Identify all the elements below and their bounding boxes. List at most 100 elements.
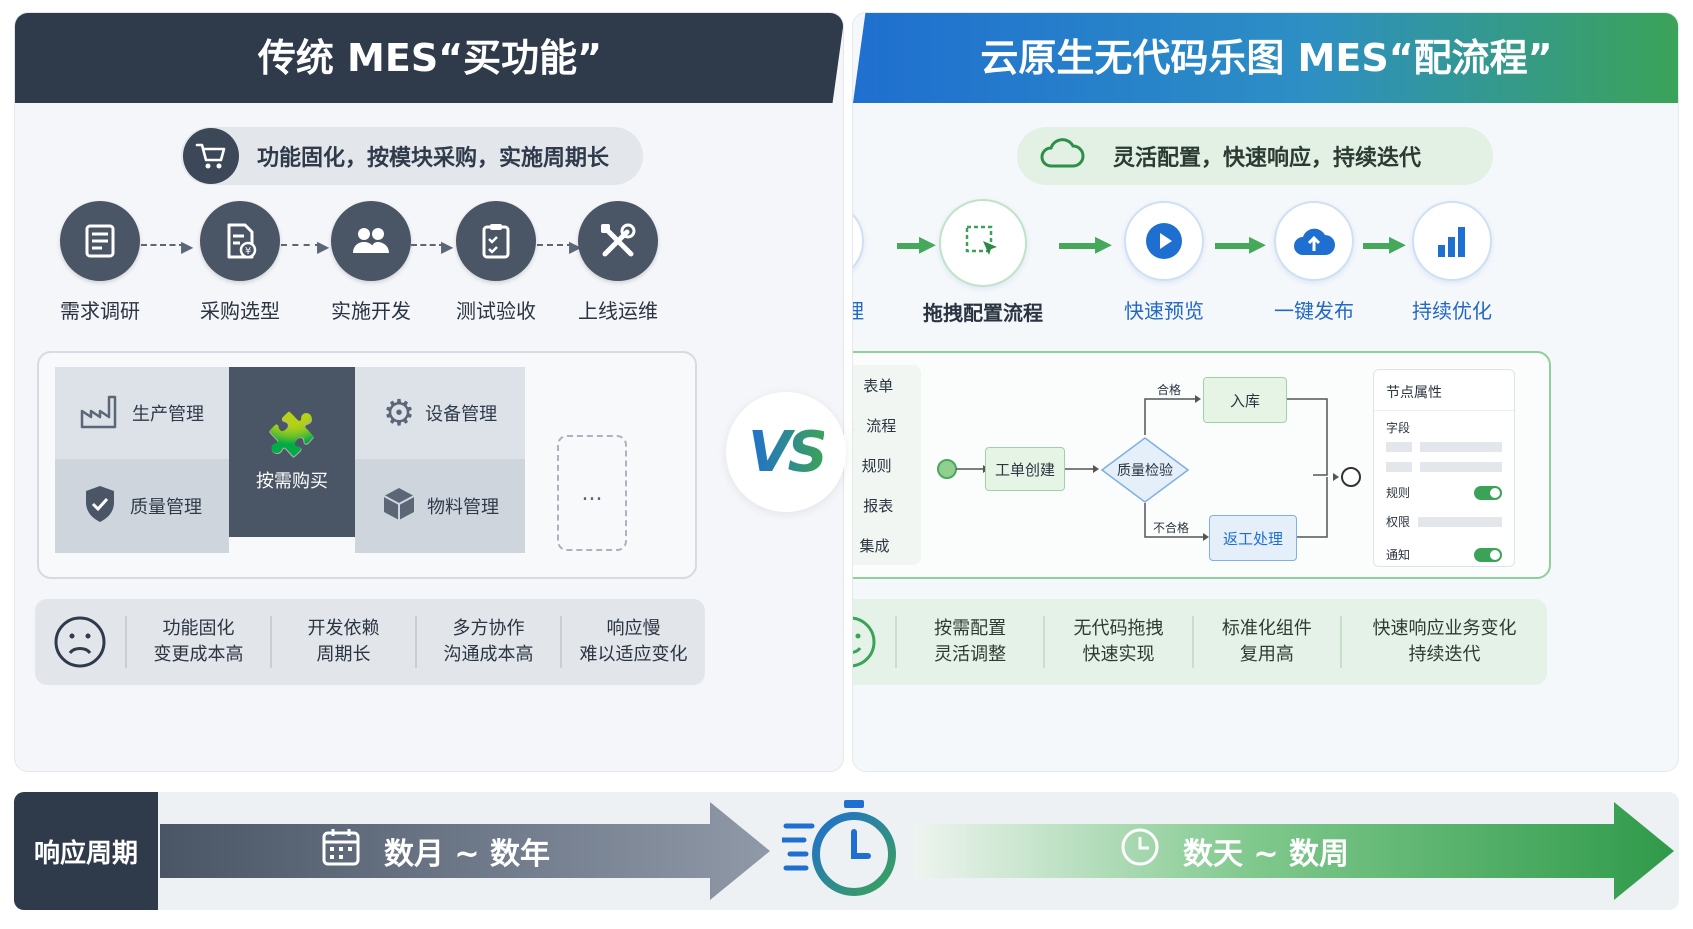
props-notify-row: 通知 bbox=[1374, 532, 1514, 565]
step-label: 测试验收 bbox=[456, 299, 536, 323]
step-requirement-research: 需求调研 bbox=[45, 201, 155, 324]
step-label: 实施开发 bbox=[331, 299, 411, 323]
step-label: 一键发布 bbox=[1274, 299, 1354, 323]
svg-text:¥: ¥ bbox=[245, 246, 251, 257]
dashed-arrow bbox=[537, 244, 573, 246]
arrow-head-icon: ▶ bbox=[1249, 232, 1266, 257]
arrow-head-icon: ▶ bbox=[441, 237, 454, 256]
arrow-head-icon: ▶ bbox=[1389, 232, 1406, 257]
pain-item: 多方协作沟通成本高 bbox=[415, 616, 560, 668]
right-tagline-pill: 灵活配置，快速响应，持续迭代 bbox=[1017, 127, 1493, 185]
module-material: 物料管理 bbox=[355, 459, 525, 553]
palette-item-process[interactable]: ⌥流程 bbox=[853, 405, 921, 445]
module-label: 质量管理 bbox=[130, 497, 202, 518]
step-publish: 一键发布 bbox=[1259, 201, 1369, 324]
process-tree-icon: ⌥ bbox=[853, 416, 854, 434]
step-label: 采购选型 bbox=[200, 299, 280, 323]
node-quality-check[interactable]: 质量检验 bbox=[1101, 437, 1189, 503]
traditional-mes-panel: 传统 MES“买功能” 功能固化，按模块采购，实施周期长 需求调研 ▶ ¥ 采购… bbox=[14, 12, 844, 772]
target-icon bbox=[853, 201, 864, 281]
box-icon bbox=[381, 486, 417, 527]
step-requirement-sorting: 需求梳理 bbox=[853, 201, 879, 324]
module-more-placeholder: ... bbox=[557, 435, 627, 551]
step-label: 需求调研 bbox=[60, 299, 140, 323]
module-label: 物料管理 bbox=[427, 497, 499, 518]
notify-toggle[interactable] bbox=[1474, 547, 1502, 562]
benefit-item: 标准化组件复用高 bbox=[1191, 616, 1340, 668]
cloud-upload-icon bbox=[1274, 201, 1354, 281]
team-icon bbox=[331, 201, 411, 281]
benefit-item: 按需配置灵活调整 bbox=[895, 616, 1043, 668]
drag-select-icon bbox=[939, 199, 1027, 287]
palette-item-form[interactable]: ▤表单 bbox=[863, 376, 894, 395]
step-optimize: 持续优化 bbox=[1397, 201, 1507, 324]
step-preview: 快速预览 bbox=[1109, 201, 1219, 324]
module-label: 生产管理 bbox=[132, 404, 204, 425]
palette-item-rule[interactable]: ✲规则 bbox=[861, 456, 892, 475]
right-header: 云原生无代码乐图 MES“配流程” bbox=[853, 13, 1678, 103]
step-label: 需求梳理 bbox=[853, 295, 879, 324]
green-arrow bbox=[1363, 243, 1393, 249]
dashed-arrow bbox=[141, 244, 185, 246]
left-tagline: 功能固化，按模块采购，实施周期长 bbox=[257, 146, 610, 171]
fail-label: 不合格 bbox=[1153, 521, 1190, 535]
props-field-label: 字段 bbox=[1386, 421, 1411, 435]
module-equipment: ⚙ 设备管理 bbox=[355, 367, 525, 459]
clock-icon bbox=[1119, 826, 1161, 876]
pain-points-bar: 功能固化变更成本高 开发依赖周期长 多方协作沟通成本高 响应慢难以适应变化 bbox=[35, 599, 705, 685]
shield-check-icon bbox=[82, 484, 118, 529]
benefits-bar: 按需配置灵活调整 无代码拖拽快速实现 标准化组件复用高 快速响应业务变化持续迭代 bbox=[853, 599, 1547, 685]
stopwatch-icon bbox=[779, 796, 902, 906]
benefit-item: 快速响应业务变化持续迭代 bbox=[1340, 616, 1547, 668]
green-arrow bbox=[1059, 243, 1099, 249]
node-properties-panel: 节点属性 字段 规则 权限 通知 bbox=[1373, 369, 1515, 567]
step-drag-configure: 拖拽配置流程 bbox=[913, 199, 1053, 326]
props-title: 节点属性 bbox=[1374, 370, 1514, 411]
pain-item: 开发依赖周期长 bbox=[270, 616, 415, 668]
traditional-cycle-arrow: 数月 ~ 数年 bbox=[160, 802, 770, 900]
arrow-head-icon: ▶ bbox=[919, 232, 936, 257]
component-palette: ▤表单 ⌥流程 ✲规则 ▥报表 ⚡集成 bbox=[853, 365, 921, 565]
arrow-head-icon: ▶ bbox=[181, 237, 194, 256]
right-title: 云原生无代码乐图 MES“配流程” bbox=[980, 36, 1553, 80]
node-rework[interactable]: 返工处理 bbox=[1209, 515, 1297, 561]
module-quality: 质量管理 bbox=[55, 459, 229, 553]
palette-item-integration[interactable]: ⚡集成 bbox=[859, 536, 890, 555]
step-operation: 上线运维 bbox=[563, 201, 673, 324]
lowcode-cycle-text: 数天 ~ 数周 bbox=[1182, 837, 1350, 872]
dashed-arrow bbox=[281, 244, 321, 246]
checklist-icon bbox=[456, 201, 536, 281]
node-warehouse[interactable]: 入库 bbox=[1203, 377, 1287, 423]
step-testing: 测试验收 bbox=[441, 201, 551, 324]
flow-connectors bbox=[937, 395, 1361, 541]
document-icon bbox=[60, 201, 140, 281]
step-label: 拖拽配置流程 bbox=[923, 301, 1043, 325]
play-icon bbox=[1124, 201, 1204, 281]
right-tagline: 灵活配置，快速响应，持续迭代 bbox=[1113, 146, 1422, 171]
flow-editor-box: ▤表单 ⌥流程 ✲规则 ▥报表 ⚡集成 工单创建 质量检验 合格 不 bbox=[853, 351, 1551, 579]
cart-icon bbox=[183, 128, 239, 184]
pass-label: 合格 bbox=[1157, 383, 1182, 397]
dashed-arrow bbox=[411, 244, 445, 246]
gear-icon: ⚙ bbox=[382, 392, 416, 434]
green-arrow bbox=[1215, 243, 1253, 249]
tools-icon bbox=[578, 201, 658, 281]
response-cycle-label: 响应周期 bbox=[14, 792, 158, 910]
module-production: 生产管理 bbox=[55, 367, 229, 459]
step-implementation: 实施开发 bbox=[316, 201, 426, 324]
palette-item-report[interactable]: ▥报表 bbox=[863, 496, 894, 515]
green-arrow bbox=[897, 243, 923, 249]
puzzle-icon: 🧩 bbox=[265, 410, 319, 459]
module-center-label: 按需购买 bbox=[256, 471, 328, 492]
step-label: 上线运维 bbox=[578, 299, 658, 323]
benefit-item: 无代码拖拽快速实现 bbox=[1043, 616, 1191, 668]
calendar-icon bbox=[320, 826, 362, 876]
arrow-head-icon: ▶ bbox=[317, 237, 330, 256]
vs-text: VS bbox=[748, 419, 828, 485]
rule-toggle[interactable] bbox=[1474, 485, 1502, 500]
bar-chart-icon bbox=[1412, 201, 1492, 281]
sad-face-icon bbox=[35, 615, 125, 669]
node-order-create[interactable]: 工单创建 bbox=[985, 447, 1065, 491]
pain-item: 功能固化变更成本高 bbox=[125, 616, 270, 668]
smile-face-icon bbox=[853, 615, 895, 669]
